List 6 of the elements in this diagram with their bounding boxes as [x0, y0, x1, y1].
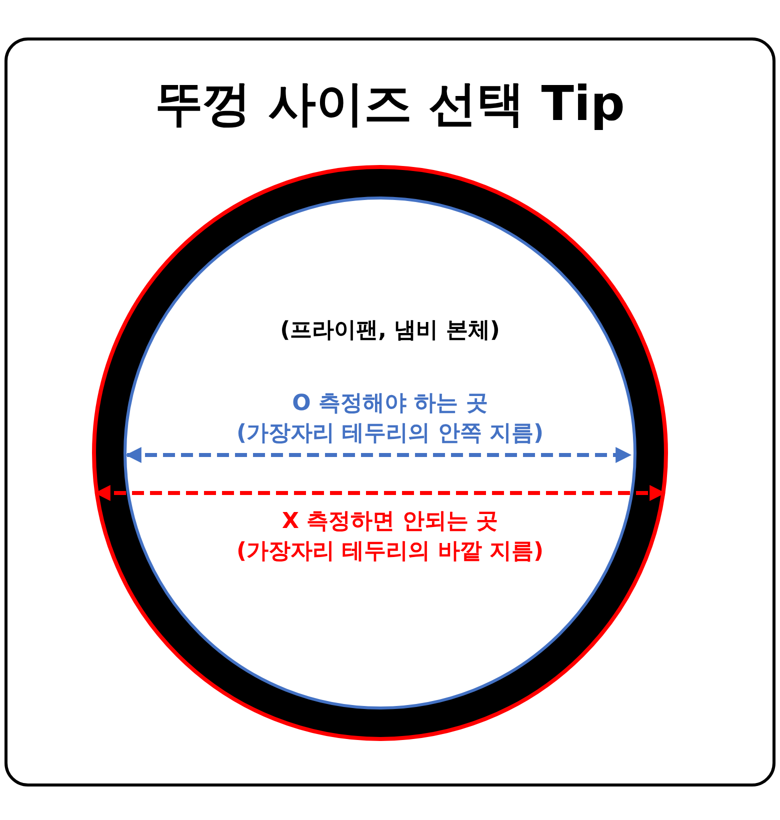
- measure-label: O 측정해야 하는 곳: [292, 390, 488, 418]
- warning-label: X 측정하면 안되는 곳: [282, 508, 498, 536]
- title: 뚜껑 사이즈 선택 Tip: [155, 75, 625, 134]
- warning-note: (가장자리 테두리의 바깥 지름): [236, 538, 544, 566]
- measure-note: (가장자리 테두리의 안쪽 지름): [236, 420, 544, 448]
- caption-text: (프라이팬, 냄비 본체): [280, 317, 500, 345]
